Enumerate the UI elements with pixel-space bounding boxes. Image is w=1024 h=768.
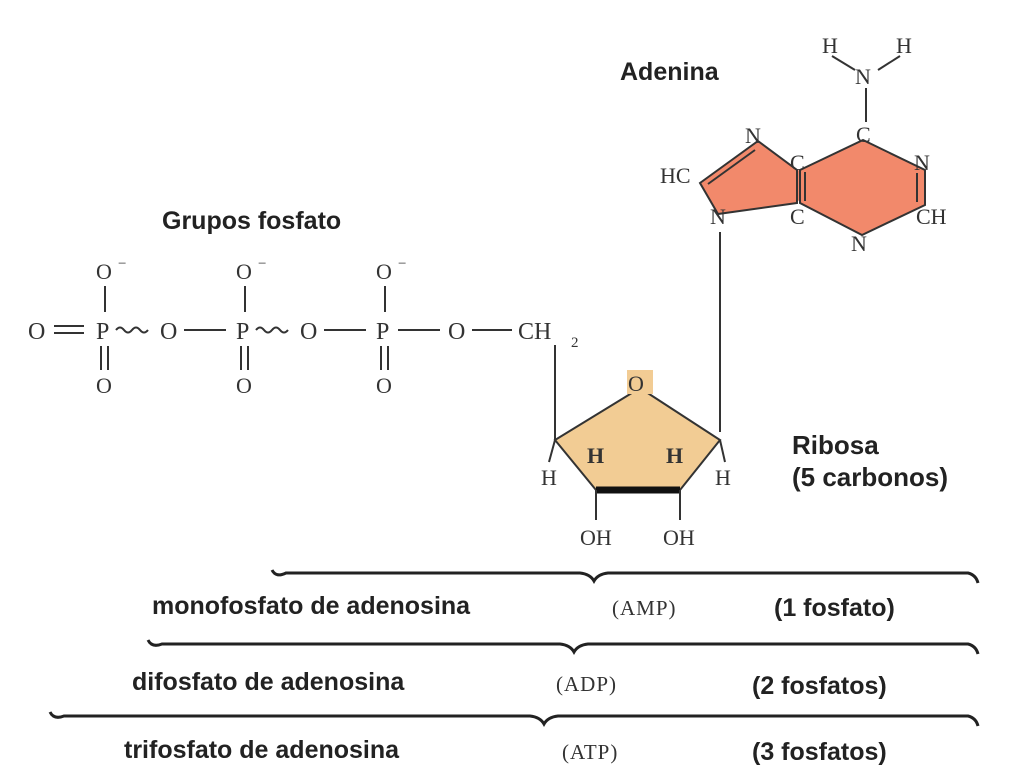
adenine-five-ring [698, 139, 798, 216]
phosphate-charge: − [118, 256, 126, 272]
phosphate-atom-o-double: O [376, 373, 392, 398]
bracket-adp [146, 639, 980, 656]
adenine-six-ring [799, 138, 926, 237]
adenine-atom-n: N [745, 123, 761, 148]
phosphate-atom-subscript: 2 [571, 335, 579, 351]
adenine-atom-n: N [710, 204, 726, 229]
adenine-molecule: H H N N C C N HC N C CH N [660, 33, 947, 256]
adenine-atom-n: N [914, 150, 930, 175]
amp-abbreviation: (AMP) [612, 596, 677, 620]
ribose-atom-h: H [715, 465, 731, 490]
phosphate-atom-o-minus: O [96, 259, 112, 284]
phosphate-atom-o: O [300, 319, 317, 345]
atp-phosphate-count: (3 fosfatos) [752, 738, 887, 766]
phosphate-atom-o-double: O [236, 373, 252, 398]
adenine-atom-c: C [790, 204, 805, 229]
phosphate-atom-p: P [96, 319, 109, 345]
atp-abbreviation: (ATP) [562, 740, 619, 764]
phosphate-charge: − [258, 256, 266, 272]
phosphate-atom-p: P [236, 319, 249, 345]
bracket-atp [48, 711, 980, 728]
phosphate-atom-o: O [28, 319, 45, 345]
phosphate-atom-o-double: O [96, 373, 112, 398]
adenine-atom-h: H [896, 33, 912, 58]
ribose-atom-h: H [587, 443, 604, 468]
ribose-atom-h: H [541, 465, 557, 490]
adenine-atom-n: N [855, 64, 871, 89]
ribose-molecule: O H H H H OH OH [541, 345, 731, 550]
phosphate-atom-o: O [160, 319, 177, 345]
phosphate-chain: O P O P O P O CH 2 O − O O − O O − [28, 256, 579, 398]
adenine-atom-ch: CH [916, 204, 947, 229]
amp-phosphate-count: (1 fosfato) [774, 594, 895, 622]
adp-abbreviation: (ADP) [556, 672, 617, 696]
phosphate-atom-p: P [376, 319, 389, 345]
adenine-atom-c: C [790, 150, 805, 175]
adp-phosphate-count: (2 fosfatos) [752, 672, 887, 700]
adenine-atom-n: N [851, 231, 867, 256]
amp-name: monofosfato de adenosina [152, 592, 471, 620]
adenine-label: Adenina [620, 58, 719, 86]
phosphate-atom-o-minus: O [236, 259, 252, 284]
adp-name: difosfato de adenosina [132, 668, 405, 696]
ribose-carbons-label: (5 carbonos) [792, 462, 949, 492]
bracket-amp [270, 569, 980, 585]
ribose-label: Ribosa [792, 430, 879, 460]
phosphate-charge: − [398, 256, 406, 272]
adenine-atom-h: H [822, 33, 838, 58]
ribose-atom-oh: OH [663, 525, 695, 550]
phosphate-atom-o-minus: O [376, 259, 392, 284]
ribose-ring [553, 386, 722, 491]
ribose-atom-o: O [628, 371, 644, 396]
ribose-atom-h: H [666, 443, 683, 468]
atp-name: trifosfato de adenosina [124, 736, 400, 764]
ribose-atom-oh: OH [580, 525, 612, 550]
phosphate-atom-ch: CH [518, 319, 551, 345]
adenine-atom-hc: HC [660, 163, 691, 188]
phosphate-groups-label: Grupos fosfato [162, 207, 342, 235]
adenine-atom-c: C [856, 122, 871, 147]
phosphate-atom-o: O [448, 319, 465, 345]
